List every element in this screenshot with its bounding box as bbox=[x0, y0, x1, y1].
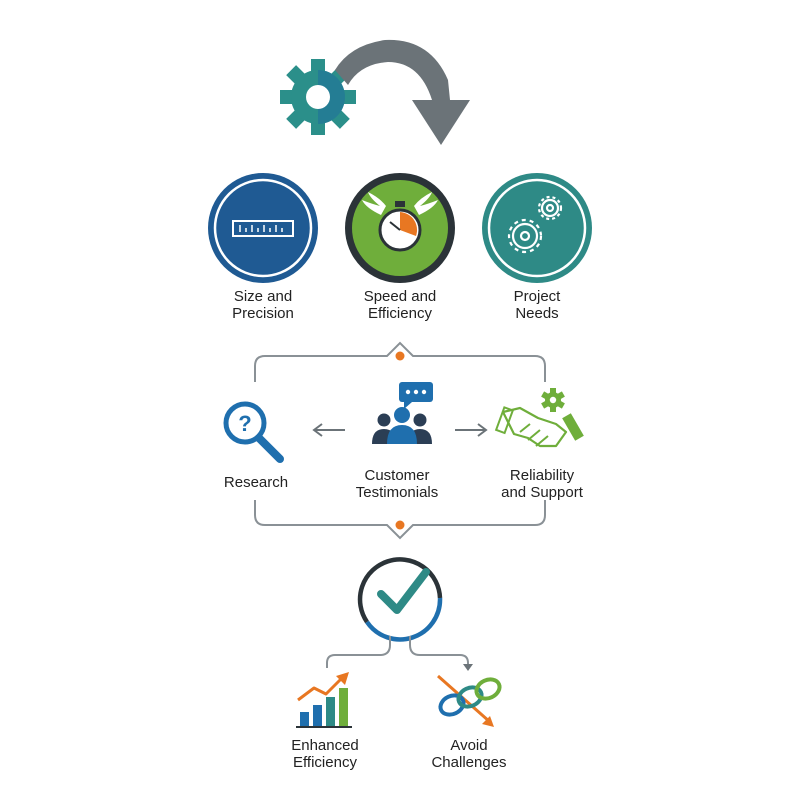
process-gear-icon bbox=[280, 59, 356, 135]
arrow-left-icon bbox=[312, 423, 345, 437]
ruler-icon bbox=[232, 220, 294, 237]
winged-stopwatch-icon bbox=[362, 192, 438, 252]
size-precision-circle bbox=[208, 173, 318, 283]
label-enhanced-efficiency: Enhanced Efficiency bbox=[291, 737, 359, 771]
check-circle-icon bbox=[357, 557, 443, 642]
gears-icon bbox=[507, 195, 563, 254]
magnifier-question-icon: ? bbox=[223, 401, 284, 463]
label-speed-efficiency: Speed and Efficiency bbox=[363, 288, 437, 322]
arrow-right-icon bbox=[455, 423, 488, 437]
branch-arrow-icon bbox=[463, 664, 473, 671]
handshake-gear-icon bbox=[494, 388, 584, 448]
svg-text:?: ? bbox=[238, 411, 251, 436]
middle-bracket bbox=[254, 341, 546, 540]
label-research: Research bbox=[223, 474, 289, 491]
bracket-top-dot bbox=[395, 351, 405, 361]
chain-links-icon bbox=[437, 674, 502, 727]
speed-efficiency-circle bbox=[345, 173, 455, 283]
branch-connector bbox=[326, 636, 469, 668]
growth-chart-icon bbox=[296, 672, 352, 728]
label-project-needs: Project Needs bbox=[513, 288, 561, 322]
label-customer-testimonials: Customer Testimonials bbox=[355, 467, 439, 501]
label-avoid-challenges: Avoid Challenges bbox=[431, 737, 507, 771]
bracket-bottom-dot bbox=[395, 520, 405, 530]
label-size-precision: Size and Precision bbox=[232, 288, 294, 322]
project-needs-circle bbox=[482, 173, 592, 283]
users-chat-icon bbox=[372, 382, 433, 444]
curved-arrow-icon bbox=[335, 39, 470, 145]
label-reliability-support: Reliability and Support bbox=[501, 467, 583, 501]
